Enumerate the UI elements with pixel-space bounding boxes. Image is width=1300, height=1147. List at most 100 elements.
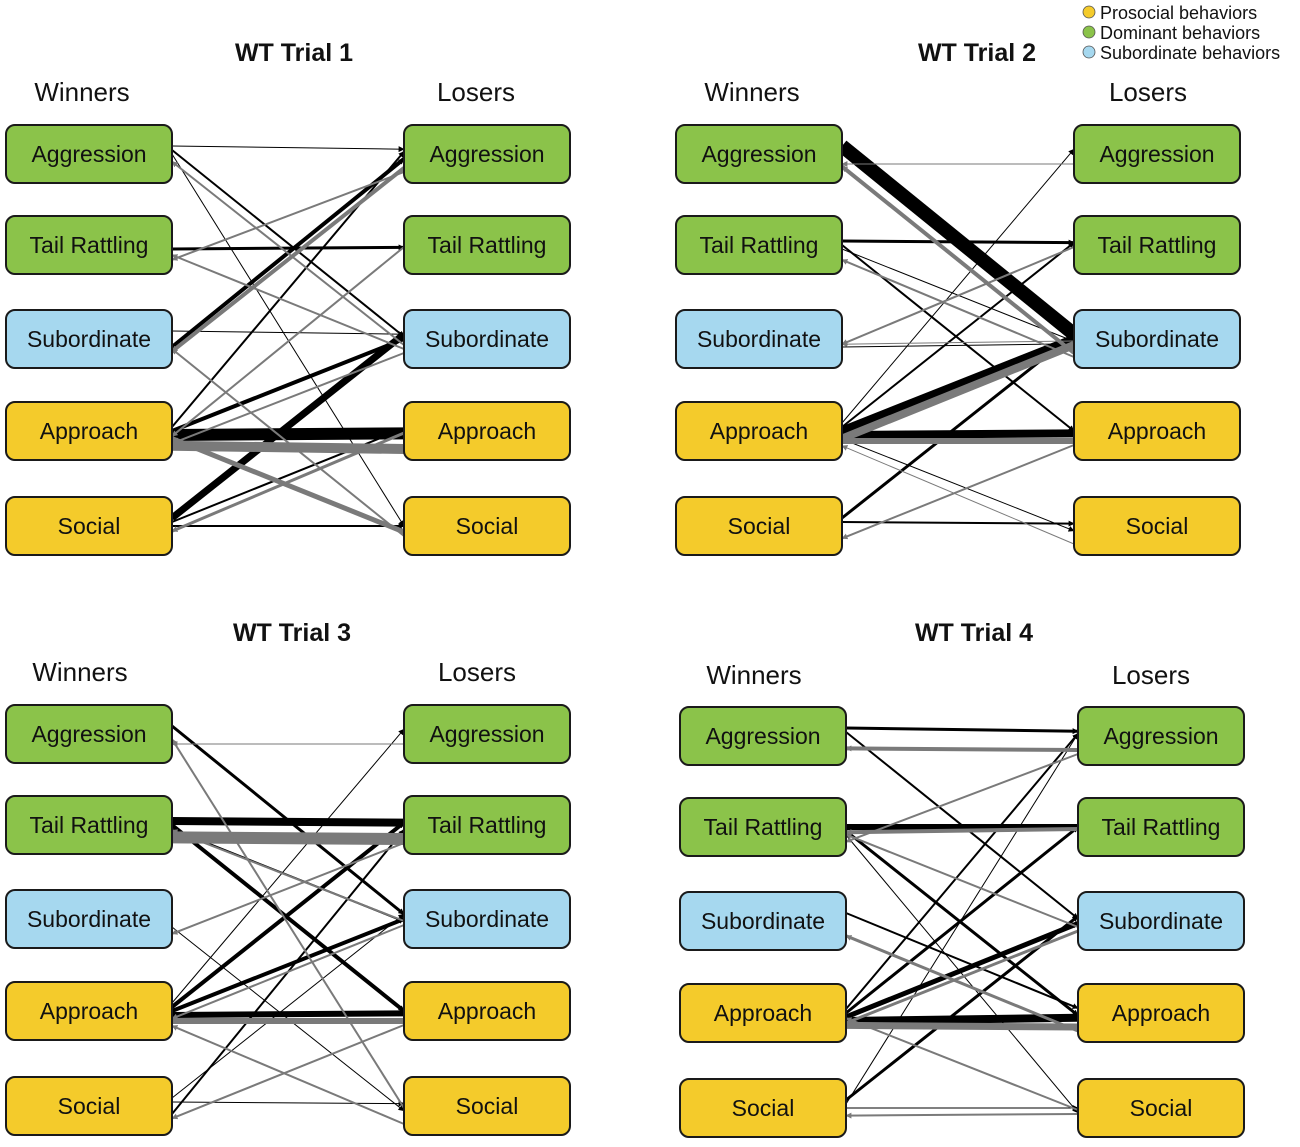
winner-to-loser-edge xyxy=(845,726,1079,735)
node-label: Aggression xyxy=(1099,141,1214,167)
loser-to-winner-edge xyxy=(171,831,405,845)
node-label: Subordinate xyxy=(425,906,549,932)
loser-node-aggression: Aggression xyxy=(403,704,571,764)
node-box xyxy=(5,309,173,369)
winner-to-loser-edge xyxy=(170,823,406,1013)
winner-node-social: Social xyxy=(5,496,173,556)
loser-node-aggression: Aggression xyxy=(403,124,571,184)
loser-to-winner-edge xyxy=(845,745,1079,752)
winner-to-loser-edge xyxy=(169,331,407,521)
node-label: Tail Rattling xyxy=(30,232,149,258)
node-label: Aggression xyxy=(429,141,544,167)
winner-node-social: Social xyxy=(679,1078,847,1138)
prosocial-swatch xyxy=(1082,5,1096,19)
node-box xyxy=(5,124,173,184)
panel-title: WT Trial 2 xyxy=(918,39,1036,67)
loser-node-social: Social xyxy=(403,1076,571,1136)
node-label: Approach xyxy=(438,998,536,1024)
winner-to-loser-edge xyxy=(841,244,1075,432)
node-label: Approach xyxy=(40,418,138,444)
node-box xyxy=(675,496,843,556)
node-box xyxy=(679,797,847,857)
node-box xyxy=(5,795,173,855)
loser-node-tail-rattling: Tail Rattling xyxy=(1077,797,1245,857)
winner-to-loser-edge xyxy=(845,912,1079,1010)
legend-item-subordinate: Subordinate behaviors xyxy=(1082,43,1280,63)
winner-node-subordinate: Subordinate xyxy=(679,891,847,951)
node-box xyxy=(403,124,571,184)
loser-to-winner-edge xyxy=(845,833,1079,928)
loser-to-winner-edge xyxy=(845,753,1079,843)
node-label: Tail Rattling xyxy=(704,814,823,840)
edge-layer xyxy=(845,726,1079,1119)
loser-to-winner-edge xyxy=(845,929,1079,1025)
winner-to-loser-edge xyxy=(845,1013,1079,1025)
panel-trial-4: WT Trial 4 Winners Losers AggressionTail… xyxy=(679,619,1245,1138)
node-box xyxy=(5,889,173,949)
loser-to-winner-edge xyxy=(171,738,405,1109)
loser-node-subordinate: Subordinate xyxy=(1077,891,1245,951)
node-label: Approach xyxy=(710,418,808,444)
winners-heading: Winners xyxy=(32,657,127,687)
node-label: Social xyxy=(456,513,519,539)
winner-to-loser-edge xyxy=(840,334,1076,436)
loser-node-approach: Approach xyxy=(403,401,571,461)
panel-title: WT Trial 3 xyxy=(233,619,351,647)
winner-to-loser-edge xyxy=(170,821,406,1009)
loser-to-winner-edge xyxy=(841,246,1075,346)
node-box xyxy=(679,983,847,1043)
node-label: Subordinate xyxy=(27,906,151,932)
node-label: Aggression xyxy=(705,723,820,749)
loser-node-social: Social xyxy=(403,496,571,556)
node-box xyxy=(1073,215,1241,275)
loser-to-winner-edge xyxy=(171,348,405,537)
node-label: Aggression xyxy=(429,721,544,747)
node-label: Approach xyxy=(438,418,536,444)
node-box xyxy=(5,1076,173,1136)
winner-to-loser-edge xyxy=(171,330,405,338)
node-label: Approach xyxy=(1108,418,1206,444)
panel-trial-2: WT Trial 2 Winners Losers AggressionTail… xyxy=(675,39,1241,556)
winner-node-aggression: Aggression xyxy=(5,124,173,184)
loser-to-winner-edge xyxy=(845,1112,1079,1119)
subordinate-swatch xyxy=(1082,45,1096,59)
winner-to-loser-edge xyxy=(841,148,1075,424)
losers-heading: Losers xyxy=(438,657,516,687)
loser-node-social: Social xyxy=(1077,1078,1245,1138)
panel-title: WT Trial 1 xyxy=(235,39,353,67)
node-label: Subordinate xyxy=(1095,326,1219,352)
panel-title: WT Trial 4 xyxy=(915,619,1033,647)
losers-heading: Losers xyxy=(1109,77,1187,107)
winner-to-loser-edge xyxy=(171,145,405,153)
node-label: Subordinate xyxy=(425,326,549,352)
winner-to-loser-edge xyxy=(841,340,1075,348)
winner-to-loser-edge xyxy=(171,917,405,1013)
winner-node-aggression: Aggression xyxy=(679,706,847,766)
dominant-swatch xyxy=(1082,25,1096,39)
node-box xyxy=(403,401,571,461)
winner-node-approach: Approach xyxy=(5,401,173,461)
loser-to-winner-edge xyxy=(845,1021,1079,1031)
loser-node-approach: Approach xyxy=(403,981,571,1041)
winner-to-loser-edge xyxy=(171,149,405,338)
winner-node-social: Social xyxy=(5,1076,173,1136)
node-box xyxy=(1073,309,1241,369)
loser-node-tail-rattling: Tail Rattling xyxy=(403,215,571,275)
winner-node-approach: Approach xyxy=(675,401,843,461)
node-label: Social xyxy=(732,1095,795,1121)
node-box xyxy=(1073,401,1241,461)
node-box xyxy=(403,889,571,949)
node-box xyxy=(5,704,173,764)
winner-to-loser-edge xyxy=(171,913,405,1099)
loser-to-winner-edge xyxy=(841,445,1075,545)
node-box xyxy=(1073,496,1241,556)
loser-to-winner-edge xyxy=(840,341,1076,443)
node-label: Social xyxy=(728,513,791,539)
node-box xyxy=(5,981,173,1041)
node-label: Tail Rattling xyxy=(1098,232,1217,258)
winner-to-loser-edge xyxy=(171,337,405,433)
node-label: Subordinate xyxy=(1099,908,1223,934)
loser-node-tail-rattling: Tail Rattling xyxy=(403,795,571,855)
winner-node-tail-rattling: Tail Rattling xyxy=(675,215,843,275)
